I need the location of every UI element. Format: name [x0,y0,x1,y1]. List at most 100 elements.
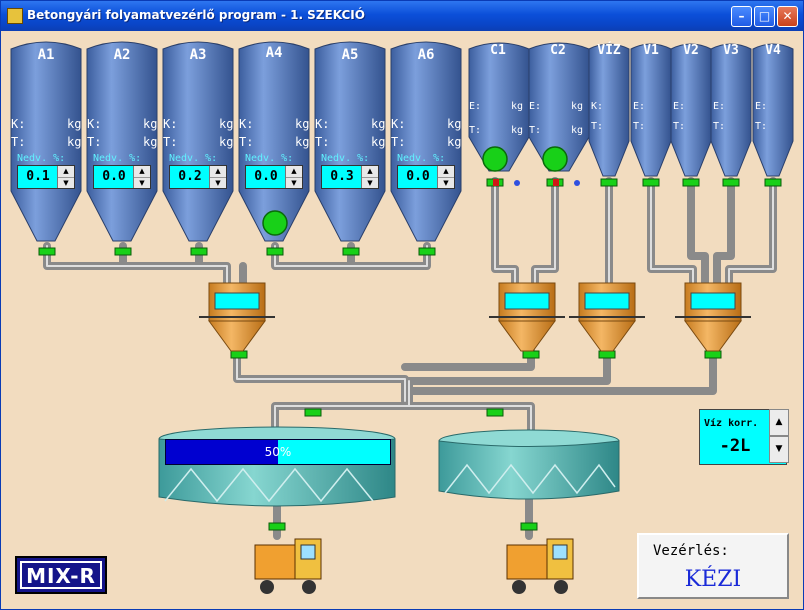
silo-a1-t-label: T: [11,135,26,149]
silo-c1-t-label: T: [469,125,482,136]
silo-a3-name: A3 [189,47,207,63]
spin-down-icon[interactable]: ▼ [367,179,373,187]
silo-a1-k-label: K: [11,117,26,131]
pipes [43,177,777,540]
silo-a1-moisture-value[interactable]: 0.1 [26,169,50,184]
silo-a4-t-unit: kg [295,135,310,149]
silo-a6-t-label: T: [391,135,406,149]
silo-a5-t-unit: kg [371,135,386,149]
water-correction-value[interactable]: -2L [719,436,751,456]
silo-a6-name: A6 [417,47,435,63]
silo-a4-k-label: K: [239,117,254,131]
window-title: Betongyári folyamatvezérlő program - 1. … [27,8,365,22]
silo-a2-nedv-label: Nedv. %: [93,153,142,164]
valves [38,178,782,531]
silo-a5-moisture-spinner[interactable]: 0.3 ▲▼ [321,165,379,189]
silo-c2-name: C2 [550,43,566,58]
silo-v2-t-label: T: [673,121,686,132]
silo-a3-k-unit: kg [219,117,234,131]
minimize-button[interactable]: – [731,6,752,27]
silo-a5-t-label: T: [315,135,330,149]
silo-a4-name: A4 [265,45,283,61]
silo-c1-name: C1 [490,43,506,58]
silo-a2-t-label: T: [87,135,102,149]
silo-a2-t-unit: kg [143,135,158,149]
silo-v2-name: V2 [683,43,699,58]
silo-a5-moisture-value[interactable]: 0.3 [330,169,354,184]
mixer-progress-fill [166,440,278,464]
silo-c2-active-indicator [542,146,568,172]
silo-a3-moisture-spinner[interactable]: 0.2 ▲▼ [169,165,227,189]
silo-v3-name: V3 [723,43,739,58]
water-correction-down-icon[interactable]: ▼ [769,436,789,463]
silo-c1-t-unit: kg [511,125,524,136]
close-button[interactable]: ✕ [777,6,798,27]
plant-graphics [10,41,794,594]
title-bar[interactable]: Betongyári folyamatvezérlő program - 1. … [1,1,803,31]
silo-v2-e-label: E: [673,101,686,112]
silo-viz-k-label: K: [591,101,604,112]
silo-group-a [10,41,462,242]
silo-a6-nedv-label: Nedv. %: [397,153,446,164]
silo-a2-k-label: K: [87,117,102,131]
cement-valves [486,178,580,187]
silo-c2-e-label: E: [529,101,542,112]
silo-a4-moisture-value[interactable]: 0.0 [254,169,278,184]
spin-up-icon[interactable]: ▲ [134,166,150,178]
silo-a4-t-label: T: [239,135,254,149]
spin-down-icon[interactable]: ▼ [63,179,69,187]
spin-up-icon[interactable]: ▲ [438,166,454,178]
silo-a4-k-unit: kg [295,117,310,131]
spin-up-icon[interactable]: ▲ [210,166,226,178]
spin-up-icon[interactable]: ▲ [58,166,74,178]
silo-viz-name: VÍZ [597,43,621,58]
silo-c1-active-indicator [482,146,508,172]
silo-v1-name: V1 [643,43,659,58]
logo-text: MIX-R [20,561,102,589]
spin-up-icon[interactable]: ▲ [286,166,302,178]
silo-a4-nedv-label: Nedv. %: [245,153,294,164]
control-mode-value[interactable]: KÉZI [684,567,742,592]
spin-down-icon[interactable]: ▼ [215,179,221,187]
app-icon [7,8,23,24]
control-mode-label: Vezérlés: [653,543,729,559]
spin-down-icon[interactable]: ▼ [291,179,297,187]
silo-a1-moisture-spinner[interactable]: 0.1 ▲▼ [17,165,75,189]
spin-up-icon[interactable]: ▲ [362,166,378,178]
weigh-hoppers [199,282,751,352]
silo-a2-moisture-spinner[interactable]: 0.0 ▲▼ [93,165,151,189]
water-correction-up-icon[interactable]: ▲ [769,409,789,436]
silo-c2-t-unit: kg [571,125,584,136]
water-correction-spinner[interactable]: ▲ ▼ [769,409,789,465]
silo-v4-t-label: T: [755,121,768,132]
silo-group-c [468,42,794,177]
silo-a4-moisture-spinner[interactable]: 0.0 ▲▼ [245,165,303,189]
silo-v4-e-label: E: [755,101,768,112]
silo-a6-moisture-spinner[interactable]: 0.0 ▲▼ [397,165,455,189]
silo-a3-nedv-label: Nedv. %: [169,153,218,164]
silo-v1-e-label: E: [633,101,646,112]
silo-a1-nedv-label: Nedv. %: [17,153,66,164]
silo-a1-name: A1 [37,47,55,63]
mix-r-logo: MIX-R [15,556,107,594]
silo-v3-e-label: E: [713,101,726,112]
truck-2-icon [506,538,574,594]
spin-down-icon[interactable]: ▼ [443,179,449,187]
silo-a3-k-label: K: [163,117,178,131]
spin-down-icon[interactable]: ▼ [139,179,145,187]
silo-c2-t-label: T: [529,125,542,136]
silo-v3-t-label: T: [713,121,726,132]
maximize-button[interactable]: □ [754,6,775,27]
silo-a6-t-unit: kg [447,135,462,149]
silo-a3-moisture-value[interactable]: 0.2 [178,169,202,184]
silo-viz-t-label: T: [591,121,604,132]
silo-a2-moisture-value[interactable]: 0.0 [102,169,126,184]
control-mode-panel[interactable]: Vezérlés: KÉZI [637,533,789,599]
plant-diagram: A1 K: kg T: kg Nedv. %: 0.1 ▲▼ A2 K: kg … [5,31,801,607]
silo-a4-active-indicator [262,210,288,236]
silo-a5-nedv-label: Nedv. %: [321,153,370,164]
silo-c1-e-unit: kg [511,101,524,112]
silo-a6-moisture-value[interactable]: 0.0 [406,169,430,184]
silo-c2-e-unit: kg [571,101,584,112]
